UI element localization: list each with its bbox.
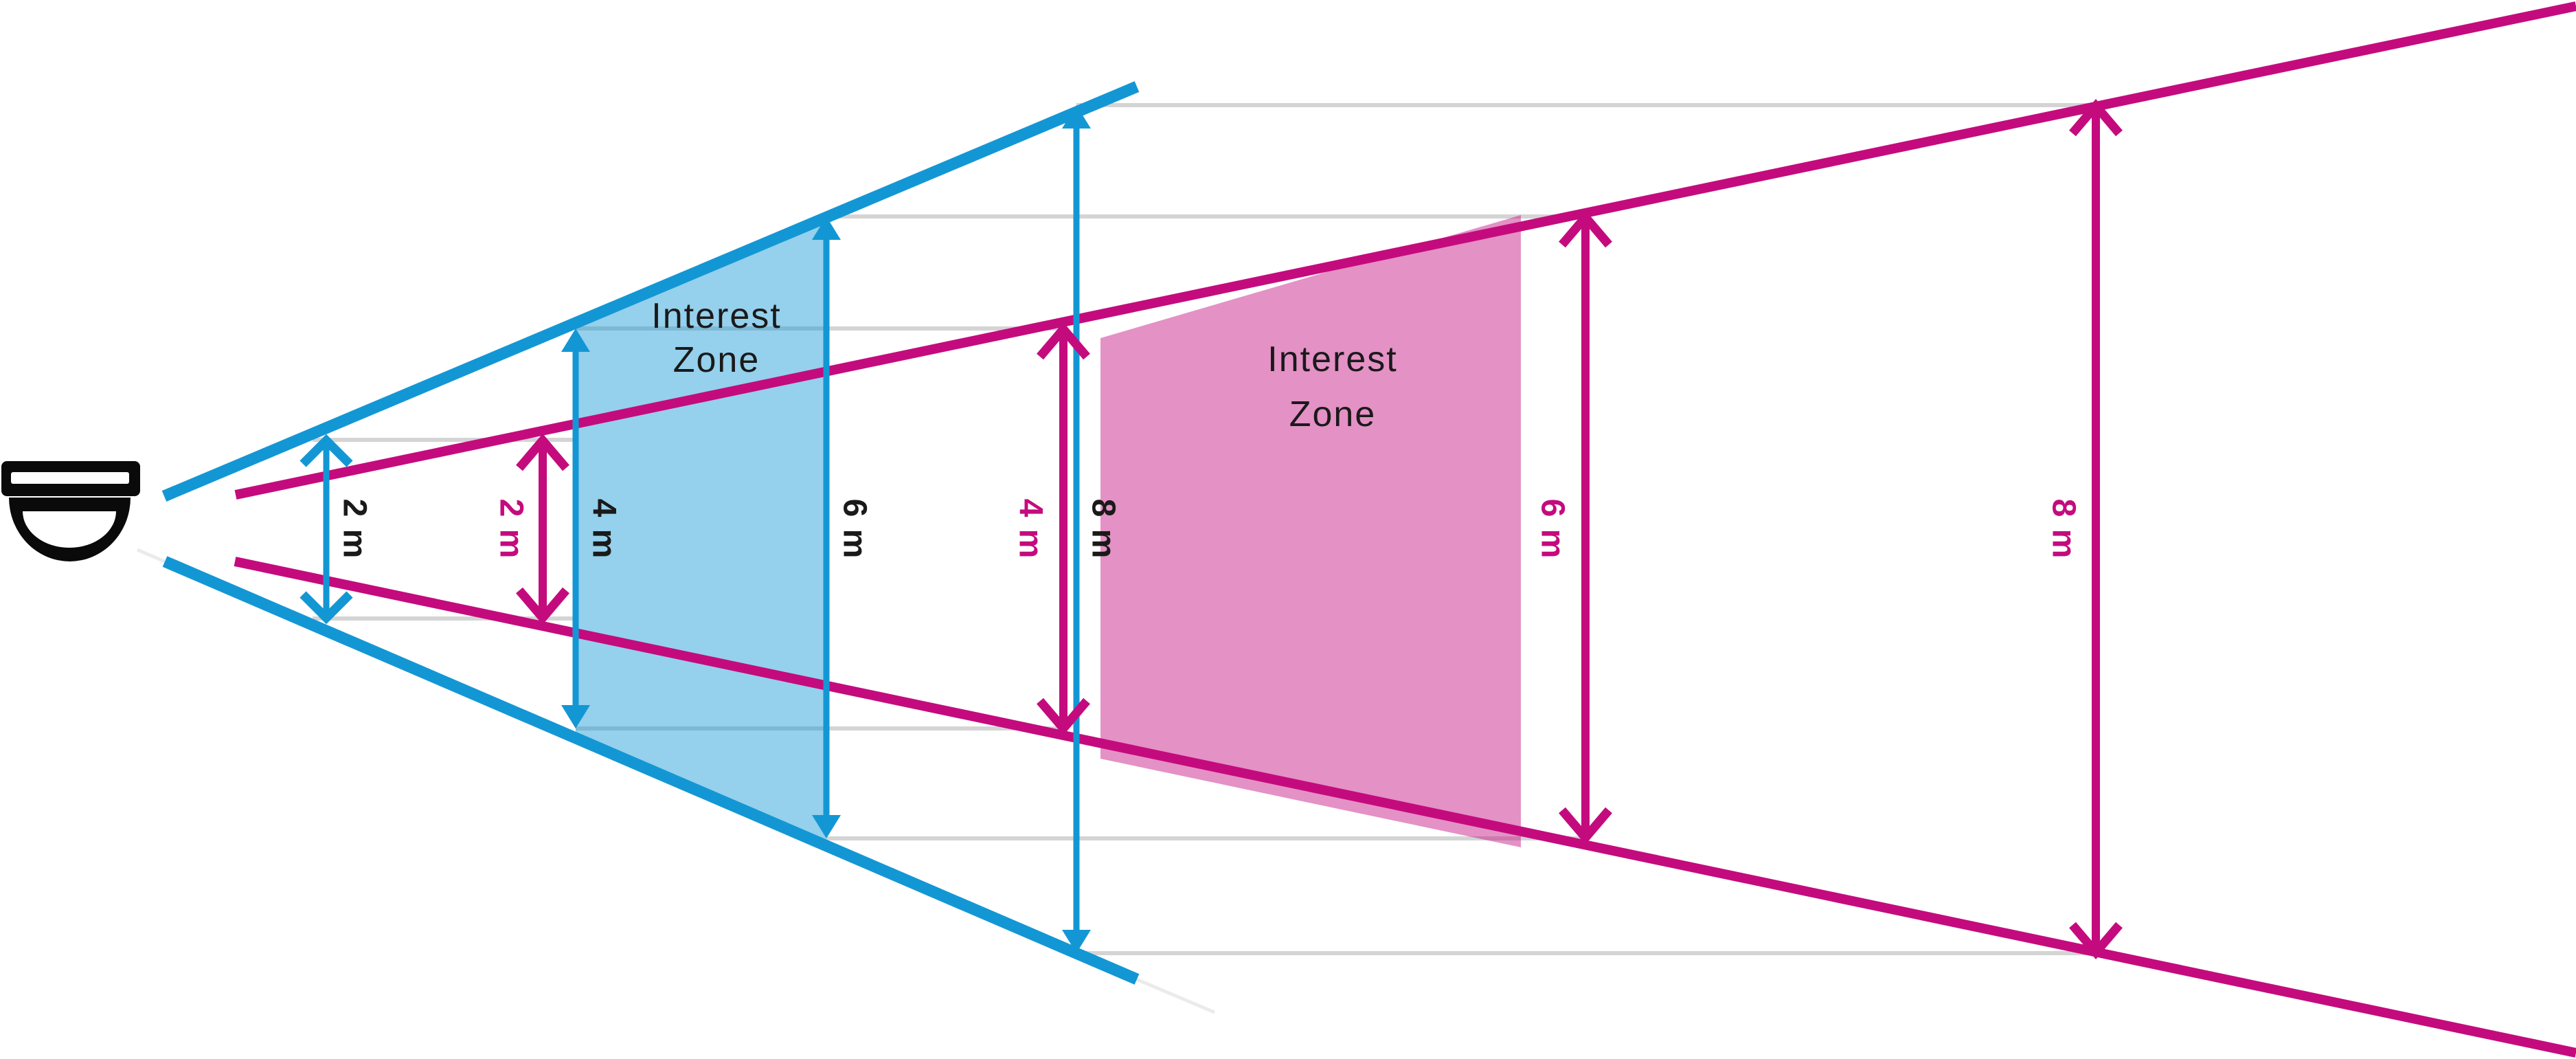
- wide-2m-label: 2 m: [337, 499, 373, 560]
- wide-6m-arrow: [812, 216, 841, 838]
- arrow-head-up-icon: [1037, 322, 1090, 360]
- zone-label-line2: Zone: [1289, 394, 1377, 434]
- arrow-head-down-icon: [812, 815, 841, 838]
- arrow-head-up-icon: [300, 434, 353, 467]
- wide-fov-cone: [161, 81, 1140, 985]
- narrow-8m-label: 8 m: [2046, 499, 2082, 560]
- guide-lines: [137, 103, 2096, 1014]
- narrow-interest-zone: [1100, 215, 1521, 847]
- camera-dome-inner: [23, 511, 116, 548]
- cone-edge-faint-extension: [137, 548, 167, 564]
- arrow-head-down-icon: [561, 705, 590, 728]
- narrow-6m-arrow: [1559, 210, 1612, 845]
- narrow-fov-cone: [234, 1, 2576, 1058]
- wide-8m-label: 8 m: [1085, 499, 1122, 560]
- wide-4m-label: 4 m: [586, 499, 622, 560]
- zone-label-line2: Zone: [673, 340, 760, 380]
- arrow-head-down-icon: [1062, 930, 1091, 953]
- narrow-interest-zone-label: Interest Zone: [1267, 339, 1397, 434]
- wide-4m-arrow: [561, 328, 590, 728]
- wide-8m-arrow: [1062, 105, 1091, 953]
- narrow-fov-edge-top: [234, 1, 2576, 500]
- arrow-head-up-icon: [1062, 105, 1091, 129]
- wide-interest-zone: [576, 216, 826, 846]
- narrow-6m-label: 6 m: [1535, 499, 1571, 560]
- arrow-head-down-icon: [516, 587, 569, 625]
- wide-fov-edge-bottom: [162, 556, 1140, 985]
- zone-label-line1: Interest: [1267, 339, 1397, 379]
- arrow-head-up-icon: [2069, 98, 2123, 137]
- zone-label-line1: Interest: [651, 296, 781, 336]
- narrow-8m-arrow: [2069, 98, 2123, 960]
- narrow-4m-label: 4 m: [1013, 499, 1049, 560]
- narrow-2m-arrow: [516, 433, 569, 625]
- arrow-head-down-icon: [1559, 807, 1612, 845]
- arrow-head-down-icon: [2069, 922, 2123, 960]
- wide-fov-edge-top: [161, 81, 1140, 502]
- arrow-head-down-icon: [1037, 698, 1090, 736]
- wide-2m-arrow: [300, 434, 353, 625]
- arrow-head-up-icon: [812, 216, 841, 240]
- cone-edge-faint-extension: [1134, 977, 1215, 1014]
- wide-6m-label: 6 m: [837, 499, 873, 560]
- narrow-4m-arrow: [1037, 322, 1090, 736]
- dome-camera-icon: [1, 461, 140, 561]
- camera-mount-slot: [11, 472, 129, 484]
- arrow-head-up-icon: [1559, 210, 1612, 248]
- arrow-head-up-icon: [561, 328, 590, 352]
- wide-interest-zone-label: Interest Zone: [651, 296, 781, 380]
- narrow-fov-edge-bottom: [234, 557, 2576, 1058]
- arrow-head-up-icon: [516, 433, 569, 471]
- narrow-2m-label: 2 m: [493, 499, 530, 560]
- arrow-head-down-icon: [300, 591, 353, 625]
